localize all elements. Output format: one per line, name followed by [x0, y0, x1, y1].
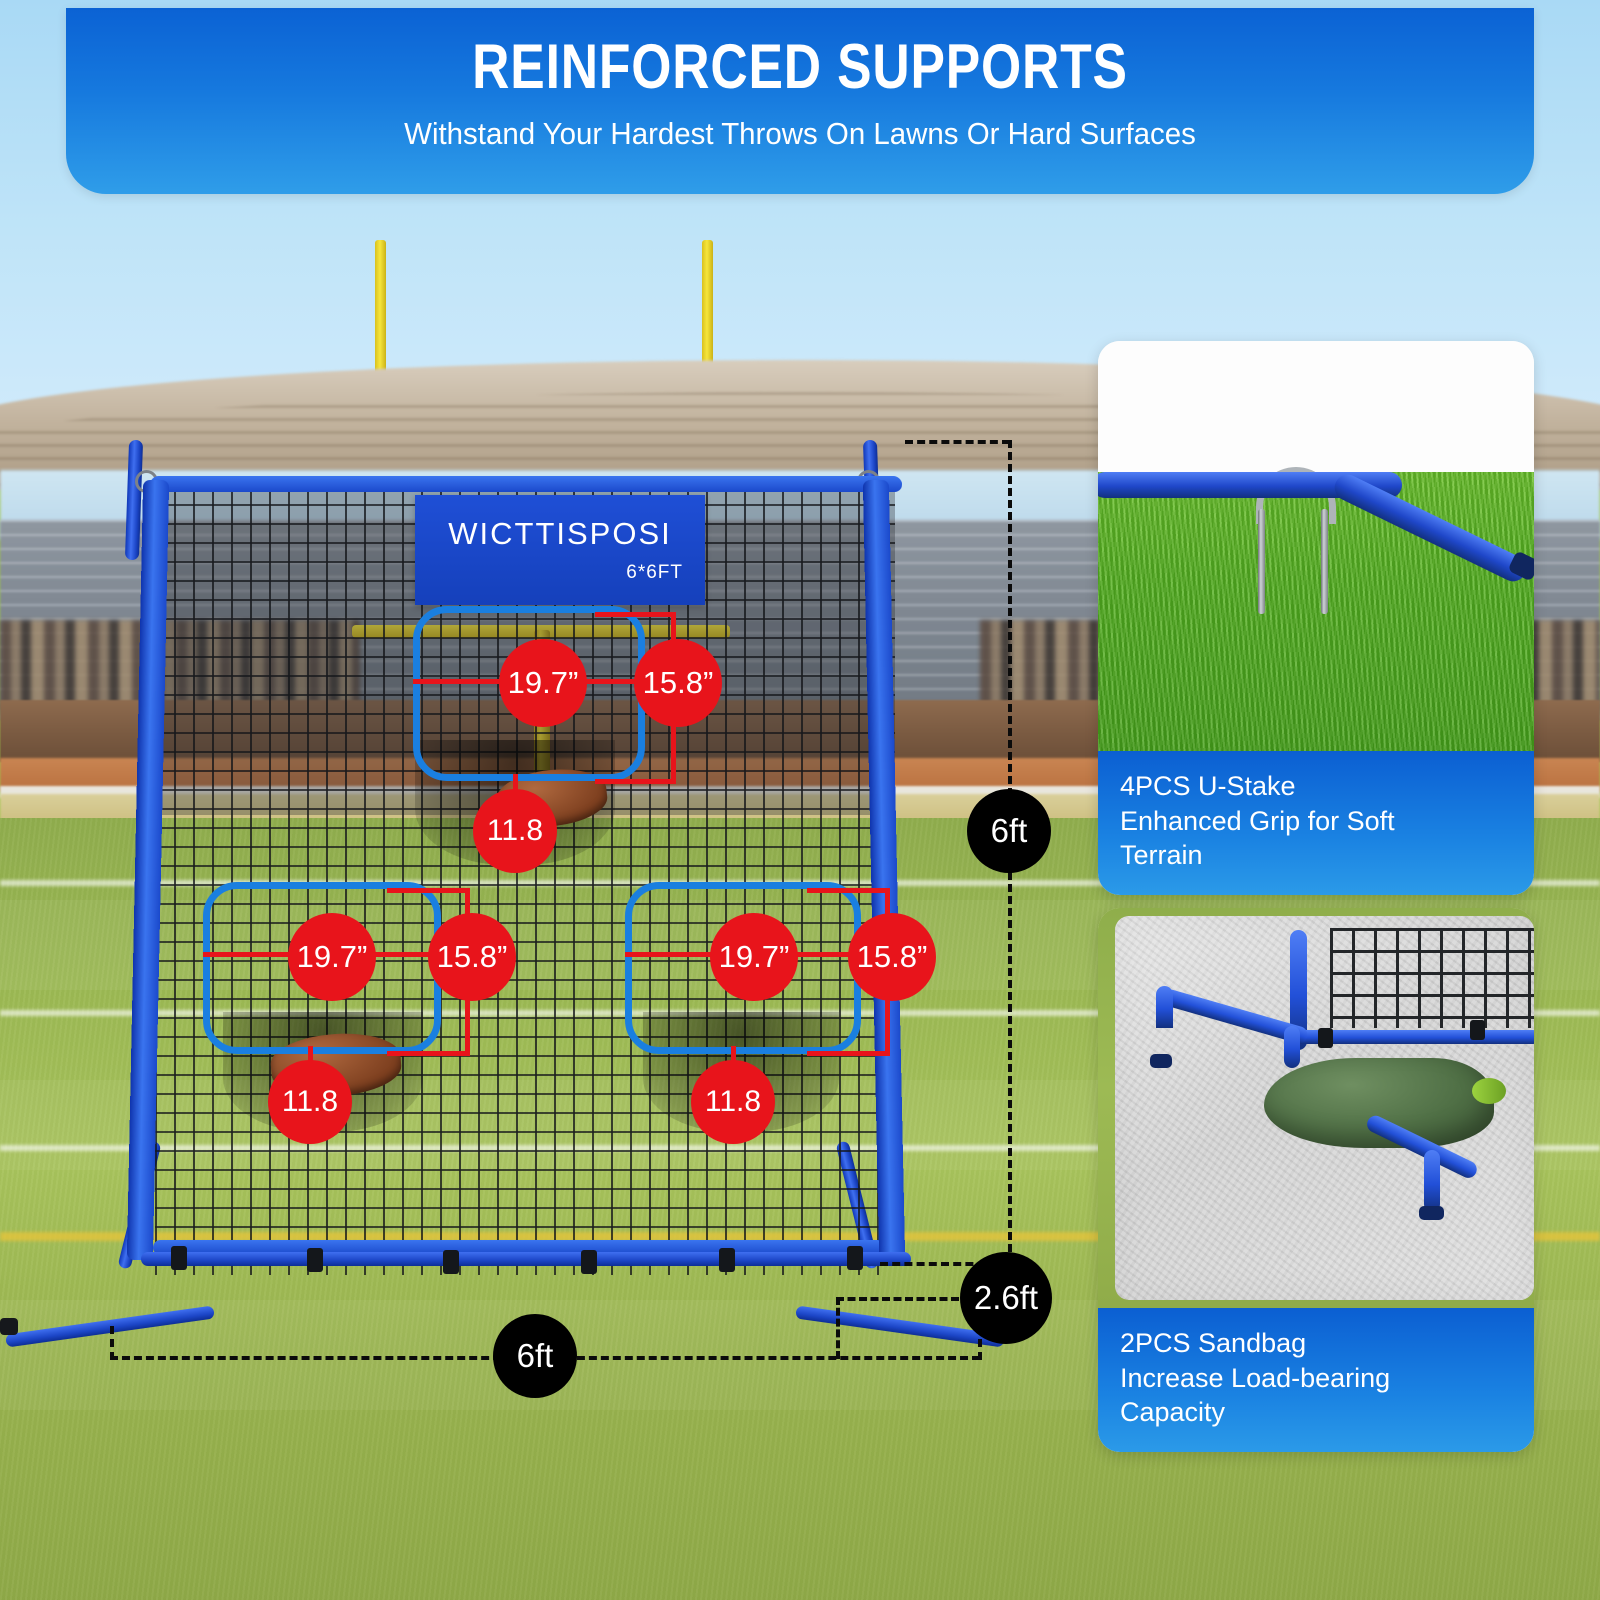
brand-label: WICTTISPOSI 6*6FT: [415, 495, 705, 605]
badge-br-depth: 11.8: [691, 1060, 775, 1144]
badge-frame-height: 6ft: [967, 789, 1051, 873]
bottom-rail: [141, 1252, 911, 1266]
badge-bl-height: 15.8”: [428, 913, 516, 1001]
sandbag-tie-cord: [1472, 1078, 1506, 1104]
badge-top-depth: 11.8: [473, 789, 557, 873]
u-stake-caption-bar: 4PCS U-Stake Enhanced Grip for Soft Terr…: [1098, 751, 1534, 895]
feature-panel-sandbag[interactable]: 2PCS Sandbag Increase Load-bearing Capac…: [1098, 908, 1534, 1452]
sandbag-caption: 2PCS Sandbag Increase Load-bearing Capac…: [1120, 1328, 1391, 1428]
badge-br-width: 19.7”: [710, 913, 798, 1001]
upright-left-tube: [124, 439, 144, 561]
bl-height-tick-lower: [387, 1051, 470, 1056]
practice-net-product: WICTTISPOSI 6*6FT 19.7” 15.8” 11.8 19.: [0, 439, 1025, 1370]
sandbag-leg-upper-left: [1156, 986, 1173, 1028]
width-dim-tick-left: [110, 1326, 114, 1360]
foot-cap-left: [0, 1318, 18, 1335]
u-stake-illustration: [1098, 341, 1534, 751]
net-top-border: [149, 476, 903, 492]
badge-bl-width: 19.7”: [288, 913, 376, 1001]
net-clip-5: [719, 1248, 735, 1272]
sandbag-net-clip-1: [1318, 1028, 1333, 1048]
badge-bl-depth: 11.8: [268, 1060, 352, 1144]
net-clip-2: [307, 1248, 323, 1272]
net-clip-4: [581, 1250, 597, 1274]
depth-dim-tick: [836, 1297, 840, 1359]
u-stake-leg-left: [1258, 509, 1265, 614]
width-dim-tick-right: [978, 1326, 982, 1360]
top-height-tick-upper: [595, 612, 676, 617]
br-height-tick-upper: [807, 888, 890, 893]
sandbag-net-clip-2: [1470, 1020, 1485, 1040]
sandbag-leg-cap-right: [1419, 1206, 1444, 1220]
sandbag-net-mesh: [1330, 928, 1534, 1028]
brand-size-label: 6*6FT: [626, 562, 683, 583]
height-dim-bottom-connector: [880, 1262, 1010, 1266]
u-stake-sky: [1098, 341, 1534, 481]
net-clip-6: [847, 1246, 863, 1270]
badge-top-height: 15.8”: [634, 639, 722, 727]
sandbag-leg-cap-left: [1150, 1054, 1172, 1068]
page-title: REINFORCED SUPPORTS: [472, 32, 1128, 102]
bl-height-tick-upper: [387, 888, 470, 893]
brand-name: WICTTISPOSI: [448, 516, 672, 551]
br-height-tick-lower: [807, 1051, 890, 1056]
depth-dim-line: [836, 1297, 982, 1301]
feature-panel-u-stake[interactable]: 4PCS U-Stake Enhanced Grip for Soft Terr…: [1098, 341, 1534, 895]
sandbag-net-frame-vertical: [1290, 930, 1307, 1050]
sandbag-illustration: [1098, 908, 1534, 1308]
badge-top-width: 19.7”: [499, 639, 587, 727]
net-clip-1: [171, 1246, 187, 1270]
net-clip-3: [443, 1250, 459, 1274]
sandbag-leg-foot-right: [1424, 1150, 1440, 1212]
page-subtitle: Withstand Your Hardest Throws On Lawns O…: [404, 116, 1196, 151]
badge-br-height: 15.8”: [848, 913, 936, 1001]
badge-frame-width: 6ft: [493, 1314, 577, 1398]
badge-frame-depth: 2.6ft: [960, 1252, 1052, 1344]
sandbag-leg-vertical: [1284, 1026, 1300, 1068]
u-stake-caption: 4PCS U-Stake Enhanced Grip for Soft Terr…: [1120, 771, 1395, 871]
height-dim-top-connector: [905, 440, 1010, 444]
header-banner: REINFORCED SUPPORTS Withstand Your Harde…: [66, 8, 1534, 194]
top-height-tick-lower: [595, 779, 676, 784]
u-stake-leg-right: [1321, 509, 1328, 614]
sandbag-caption-bar: 2PCS Sandbag Increase Load-bearing Capac…: [1098, 1308, 1534, 1452]
net-mesh-grid: [155, 485, 895, 1275]
net-bottom-border: [153, 1240, 899, 1255]
